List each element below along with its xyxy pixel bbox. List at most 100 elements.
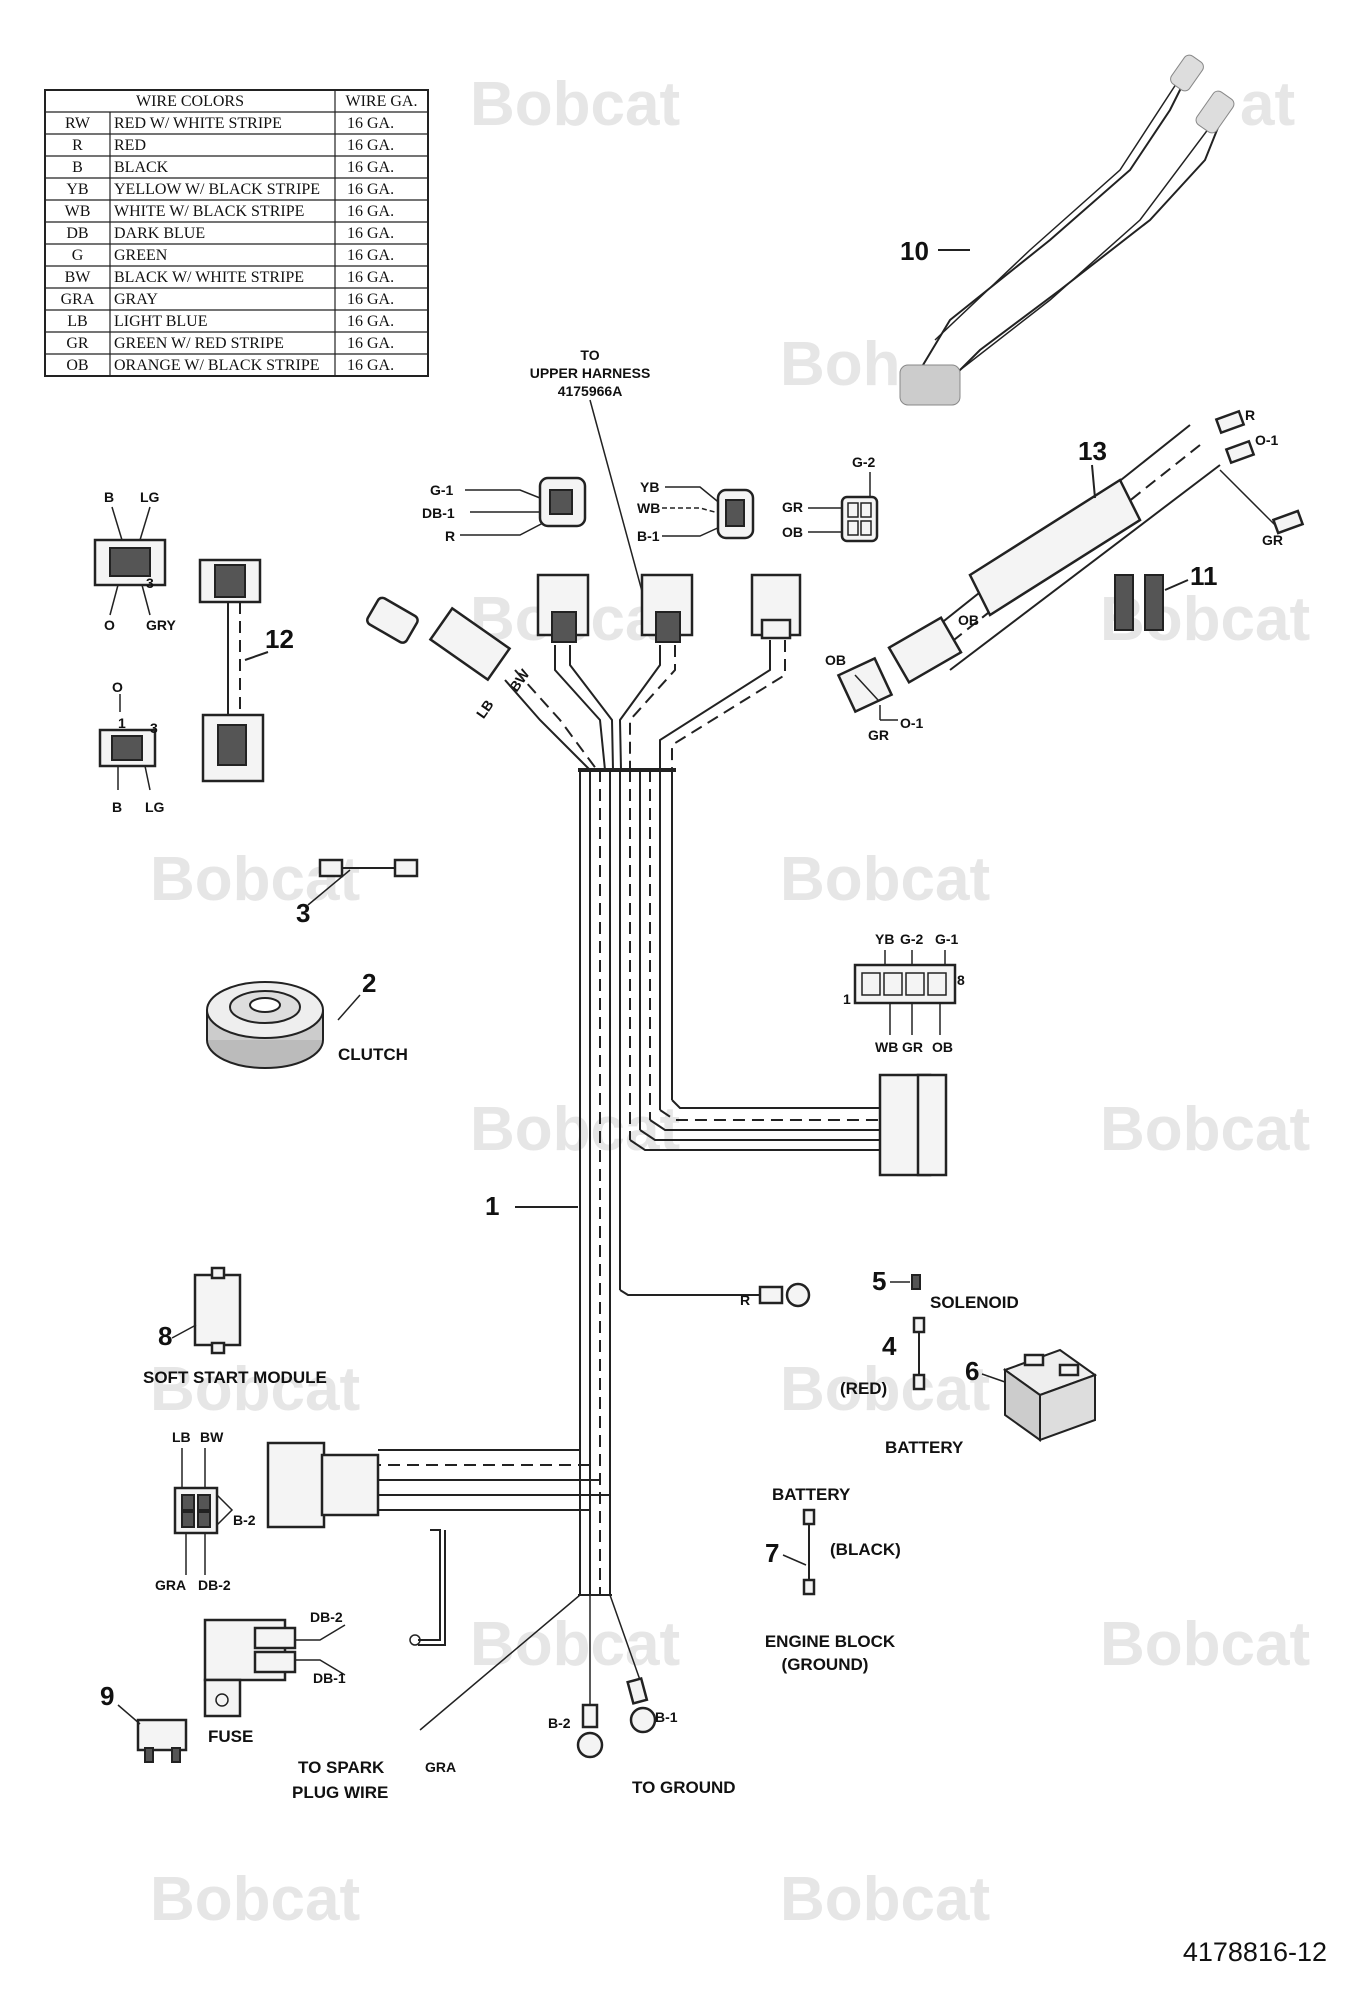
table-cell-gauge: 16 GA. xyxy=(347,357,394,374)
watermark: Bobcat xyxy=(150,1355,360,1424)
table-cell-gauge: 16 GA. xyxy=(347,313,394,330)
pin-label: YB xyxy=(640,479,659,495)
pin-label: BW xyxy=(200,1429,224,1445)
pin-label: 3 xyxy=(150,720,158,736)
table-cell-color: WHITE W/ BLACK STRIPE xyxy=(114,203,304,220)
table-cell-code: DB xyxy=(66,225,88,242)
watermark: Bobcat xyxy=(1100,1610,1310,1679)
pin-label: DB-1 xyxy=(422,505,455,521)
watermark: Bobcat xyxy=(470,70,680,139)
connectors-12: B LG O GRY 3 12 O 1 3 B LG xyxy=(93,489,294,815)
connector-yb-wb-b1: YB WB B-1 xyxy=(637,479,755,544)
table-header: WIRE COLORS xyxy=(136,93,244,110)
label-line: PLUG WIRE xyxy=(292,1783,388,1802)
watermark: Bobcat xyxy=(780,845,990,914)
table-cell-gauge: 16 GA. xyxy=(347,335,394,352)
document-number: 4178816-12 xyxy=(1182,1937,1327,1967)
watermark: Bobcat xyxy=(1100,1095,1310,1164)
table-cell-code: B xyxy=(72,159,83,176)
harness-13: 13 R O-1 GR OB xyxy=(887,407,1305,685)
table-cell-gauge: 16 GA. xyxy=(347,137,394,154)
callout-7: 7 xyxy=(765,1538,779,1568)
pin-label: R xyxy=(445,528,455,544)
table-cell-gauge: 16 GA. xyxy=(347,269,394,286)
pin-label: O xyxy=(112,679,123,695)
pin-label: 3 xyxy=(146,575,154,591)
pin-label: LG xyxy=(145,799,165,815)
pin-label: 8 xyxy=(957,972,965,988)
upper-harness-label: TO UPPER HARNESS 4175966A xyxy=(530,347,651,596)
table-cell-color: BLACK W/ WHITE STRIPE xyxy=(114,269,304,286)
table-cell-gauge: 16 GA. xyxy=(347,203,394,220)
pin-label: B-2 xyxy=(233,1512,256,1528)
watermark: Bobcat xyxy=(1100,585,1310,654)
pin-label: G-1 xyxy=(430,482,454,498)
table-cell-color: RED xyxy=(114,137,146,154)
item-9-fuse: 9 FUSE xyxy=(100,1681,253,1763)
table-cell-gauge: 16 GA. xyxy=(347,115,394,132)
item-8-soft-start: 8 SOFT START MODULE xyxy=(143,1266,327,1387)
connector-g2-gr-ob: G-2 GR OB xyxy=(782,454,879,543)
item-7-black-cable: BATTERY 7 (BLACK) ENGINE BLOCK (GROUND) xyxy=(765,1485,901,1674)
label-fuse: FUSE xyxy=(208,1727,253,1746)
label-line: TO xyxy=(580,347,599,363)
watermark: Bobcat xyxy=(470,1610,680,1679)
label-engine-block: ENGINE BLOCK xyxy=(765,1632,896,1651)
pin-label: OB xyxy=(932,1039,953,1055)
watermark: Boh xyxy=(780,330,901,399)
pin-label: OB xyxy=(782,524,803,540)
label-line: TO SPARK xyxy=(298,1758,385,1777)
pin-label: B-1 xyxy=(637,528,660,544)
connector-8pin: YB G-2 G-1 1 8 WB GR OB xyxy=(843,931,965,1055)
item-5-solenoid-wire: 5 SOLENOID xyxy=(872,1266,1019,1312)
table-cell-code: YB xyxy=(66,181,88,198)
pin-label: LB xyxy=(172,1429,191,1445)
callout-11: 11 xyxy=(1190,561,1218,591)
table-cell-code: LB xyxy=(67,313,87,330)
pin-label: LB xyxy=(473,697,497,721)
pin-label: OB xyxy=(825,652,846,668)
table-cell-gauge: 16 GA. xyxy=(347,291,394,308)
table-cell-color: GREEN W/ RED STRIPE xyxy=(114,335,284,352)
spark-plug-label: TO SPARK PLUG WIRE xyxy=(292,1758,388,1802)
table-cell-code: G xyxy=(72,247,84,264)
pin-label: B xyxy=(112,799,122,815)
harness-10: 10 xyxy=(899,54,1235,406)
callout-5: 5 xyxy=(872,1266,886,1296)
pin-label: BW xyxy=(506,666,533,695)
table-cell-gauge: 16 GA. xyxy=(347,225,394,242)
item-6-battery: 6 BATTERY xyxy=(885,1348,1098,1457)
connector-lb-bw: LB BW B-2 GRA DB-2 xyxy=(155,1429,256,1593)
pin-label: B xyxy=(104,489,114,505)
table-cell-color: GRAY xyxy=(114,291,158,308)
pin-label: B-2 xyxy=(548,1715,571,1731)
pin-label: GR xyxy=(868,727,889,743)
table-cell-color: LIGHT BLUE xyxy=(114,313,207,330)
item-11: 11 xyxy=(1114,561,1218,631)
label-line: UPPER HARNESS xyxy=(530,365,651,381)
pin-label: GR xyxy=(902,1039,923,1055)
item-4-red-cable: 4 (RED) xyxy=(840,1316,926,1398)
pin-label: DB-1 xyxy=(313,1670,346,1686)
pin-label: WB xyxy=(875,1039,898,1055)
pin-label: O xyxy=(104,617,115,633)
pin-label: R xyxy=(1245,407,1255,423)
connector-g1-db1-r: G-1 DB-1 R xyxy=(422,476,587,544)
pin-label: GRA xyxy=(425,1759,456,1775)
pin-label: O-1 xyxy=(1255,432,1279,448)
pin-label: GRA xyxy=(155,1577,186,1593)
table-cell-gauge: 16 GA. xyxy=(347,159,394,176)
watermark: Bobcat xyxy=(470,1095,680,1164)
fuse-holder: DB-2 DB-1 xyxy=(203,1609,346,1718)
callout-12: 12 xyxy=(265,624,294,654)
table-cell-code: RW xyxy=(65,115,91,132)
table-cell-color: GREEN xyxy=(114,247,168,264)
table-cell-color: DARK BLUE xyxy=(114,225,205,242)
watermark: Bobcat xyxy=(150,1865,360,1934)
pin-label: DB-2 xyxy=(198,1577,231,1593)
label-red: (RED) xyxy=(840,1379,887,1398)
pin-label: WB xyxy=(637,500,660,516)
table-cell-code: GR xyxy=(66,335,89,352)
